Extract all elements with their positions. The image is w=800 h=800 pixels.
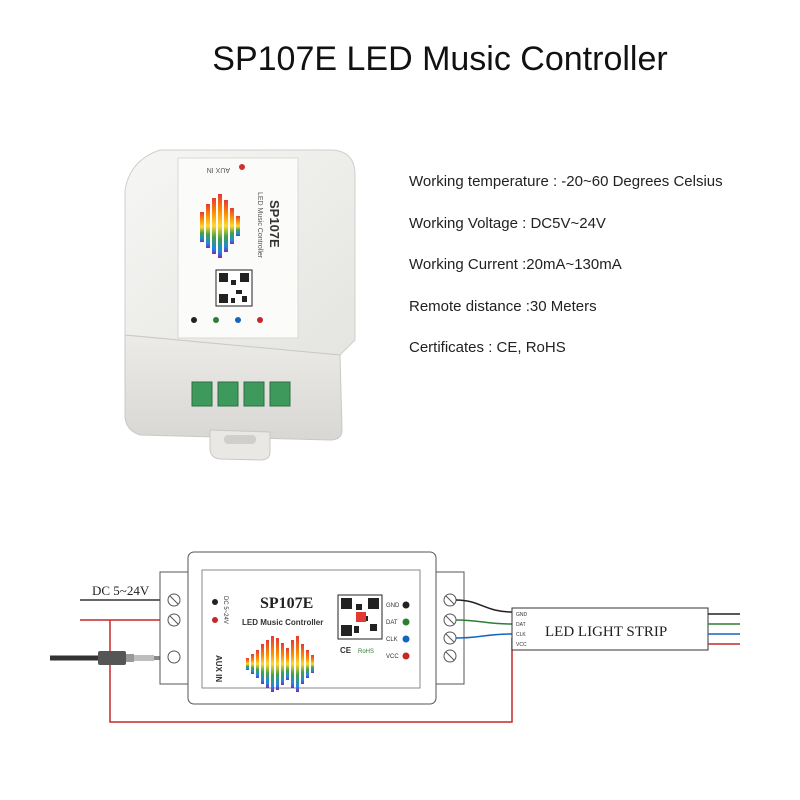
strip-pin-clk: CLK <box>516 632 526 638</box>
wire-clk <box>455 633 513 639</box>
pin-dot-clk <box>235 317 241 323</box>
pin-label-gnd: GND <box>386 603 400 609</box>
strip-pin-dat: DAT <box>516 622 526 628</box>
page-title: SP107E LED Music Controller <box>212 40 668 78</box>
pin-dot-dat <box>213 317 219 323</box>
pin-label-dat: DAT <box>386 620 398 626</box>
spec-list: Working temperature : -20~60 Degrees Cel… <box>409 172 789 380</box>
vcc-loop-wire <box>109 620 513 723</box>
strip-pin-gnd: GND <box>516 612 528 618</box>
wire-gnd <box>455 599 513 613</box>
diagram-power-silk: DC 5~24V <box>222 596 228 624</box>
diagram-qr-code-icon <box>337 594 383 640</box>
waveform-logo <box>200 194 240 258</box>
pin-label-vcc: VCC <box>386 654 399 660</box>
strip-pin-vcc: VCC <box>516 642 527 648</box>
spec-working-voltage: Working Voltage : DC5V~24V <box>409 214 606 232</box>
output-terminal-block <box>435 571 465 685</box>
spec-remote-distance: Remote distance :30 Meters <box>409 297 597 315</box>
pin-label-clk: CLK <box>386 637 398 643</box>
spec-working-current: Working Current :20mA~130mA <box>409 256 622 273</box>
input-terminal-block <box>159 571 189 685</box>
spec-working-temperature: Working temperature : -20~60 Degrees Cel… <box>409 173 723 190</box>
product-model-label: SP107E <box>267 200 282 248</box>
ce-mark: CE <box>340 646 352 655</box>
power-led-dot <box>239 164 245 170</box>
qr-code-icon <box>215 269 253 307</box>
diagram-model-label: SP107E <box>260 595 313 612</box>
diagram-aux-silk: AUX IN <box>214 655 223 682</box>
led-strip-box <box>511 607 709 651</box>
power-input-label: DC 5~24V <box>92 583 150 598</box>
controller-product-image: SP107E LED Music Controller AUX IN <box>124 149 356 461</box>
pin-dot-vcc <box>257 317 263 323</box>
spec-certificates: Certificates : CE, RoHS <box>409 339 566 356</box>
wire-dat <box>455 619 513 625</box>
wiring-diagram: DC 5~24V DC 5~24V AUX IN SP107E LED Musi… <box>50 551 740 723</box>
product-aux-label: AUX IN <box>207 166 230 173</box>
pin-dot-gnd <box>191 317 197 323</box>
diagram-waveform-logo <box>246 636 314 692</box>
aux-audio-jack-icon <box>50 651 160 665</box>
led-strip-label: LED LIGHT STRIP <box>545 624 667 640</box>
product-subtitle-label: LED Music Controller <box>256 192 263 259</box>
rohs-mark: RoHS <box>358 649 374 655</box>
diagram-subtitle-label: LED Music Controller <box>242 618 323 627</box>
